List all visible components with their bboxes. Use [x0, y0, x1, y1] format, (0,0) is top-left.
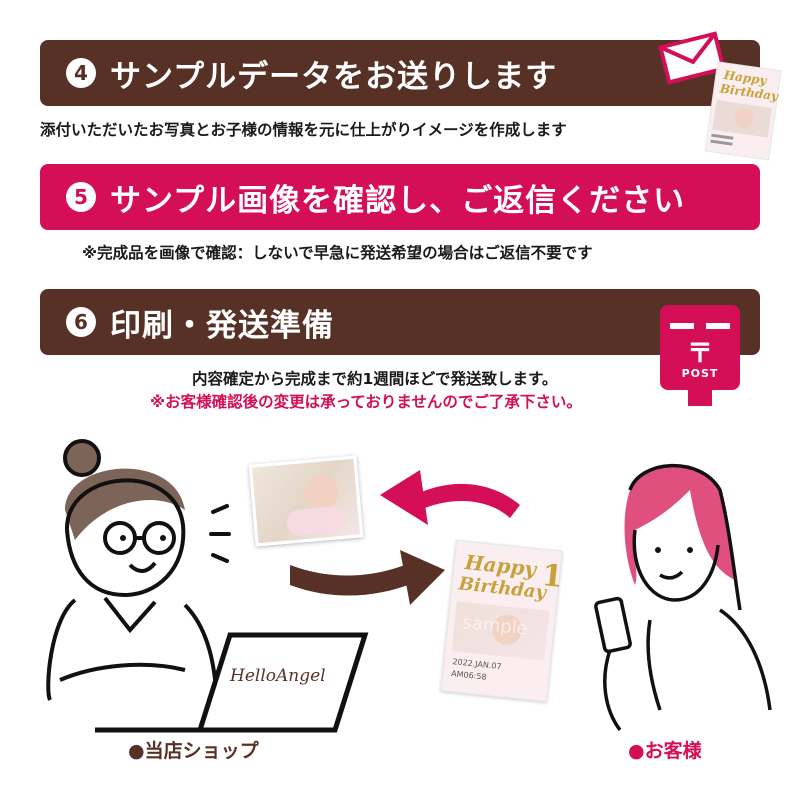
envelope-icon [658, 31, 726, 85]
card-age-badge: 1 [540, 558, 565, 596]
svg-text:Happy: Happy [722, 68, 768, 88]
step-4-header: 4 サンプルデータをお送りします [40, 40, 760, 106]
step-5-header: 5 サンプル画像を確認し、ご返信ください [40, 164, 760, 230]
step-4-description: 添付いただいたお写真とお子様の情報を元に仕上がりイメージを作成します [40, 121, 567, 139]
post-box-stand [688, 390, 712, 406]
customer-label: ●お客様 [628, 740, 702, 762]
step-6-note: ※お客様確認後の変更は承っておりませんのでご了承下さい。 [150, 393, 582, 411]
step-6-description: 内容確定から完成まで約1週間ほどで発送致します。 [192, 370, 558, 388]
step-title: サンプル画像を確認し、ご返信ください [110, 182, 686, 219]
step-number-badge: 5 [66, 182, 96, 212]
post-label: POST [681, 367, 719, 380]
shop-staff-illustration [46, 439, 369, 733]
arrow-to-shop-icon [380, 470, 520, 525]
shop-label: ●当店ショップ [128, 740, 259, 762]
sample-card-thumbnail: Happy Birthday [704, 61, 782, 161]
customer-illustration [594, 463, 772, 732]
step-number-badge: 4 [66, 58, 96, 88]
baby-photo [248, 455, 364, 547]
card-time: AM06:58 [450, 669, 487, 682]
post-box-icon: 〒 POST [660, 305, 740, 390]
sample-birthday-card: Happy Birthday 1 sample 2022.JAN.07 AM06… [440, 539, 565, 703]
arrow-to-customer-icon [290, 550, 445, 605]
step-title: サンプルデータをお送りします [110, 58, 558, 95]
step-6-header: 6 印刷・発送準備 [40, 289, 760, 355]
postal-mark: 〒 [686, 339, 713, 369]
step-number-badge: 6 [66, 307, 96, 337]
step-5-description: ※完成品を画像で確認：しないで早急に発送希望の場合はご返信不要です [82, 244, 593, 262]
laptop-brand-text: HelloAngel [230, 666, 326, 686]
step-title: 印刷・発送準備 [110, 307, 334, 344]
